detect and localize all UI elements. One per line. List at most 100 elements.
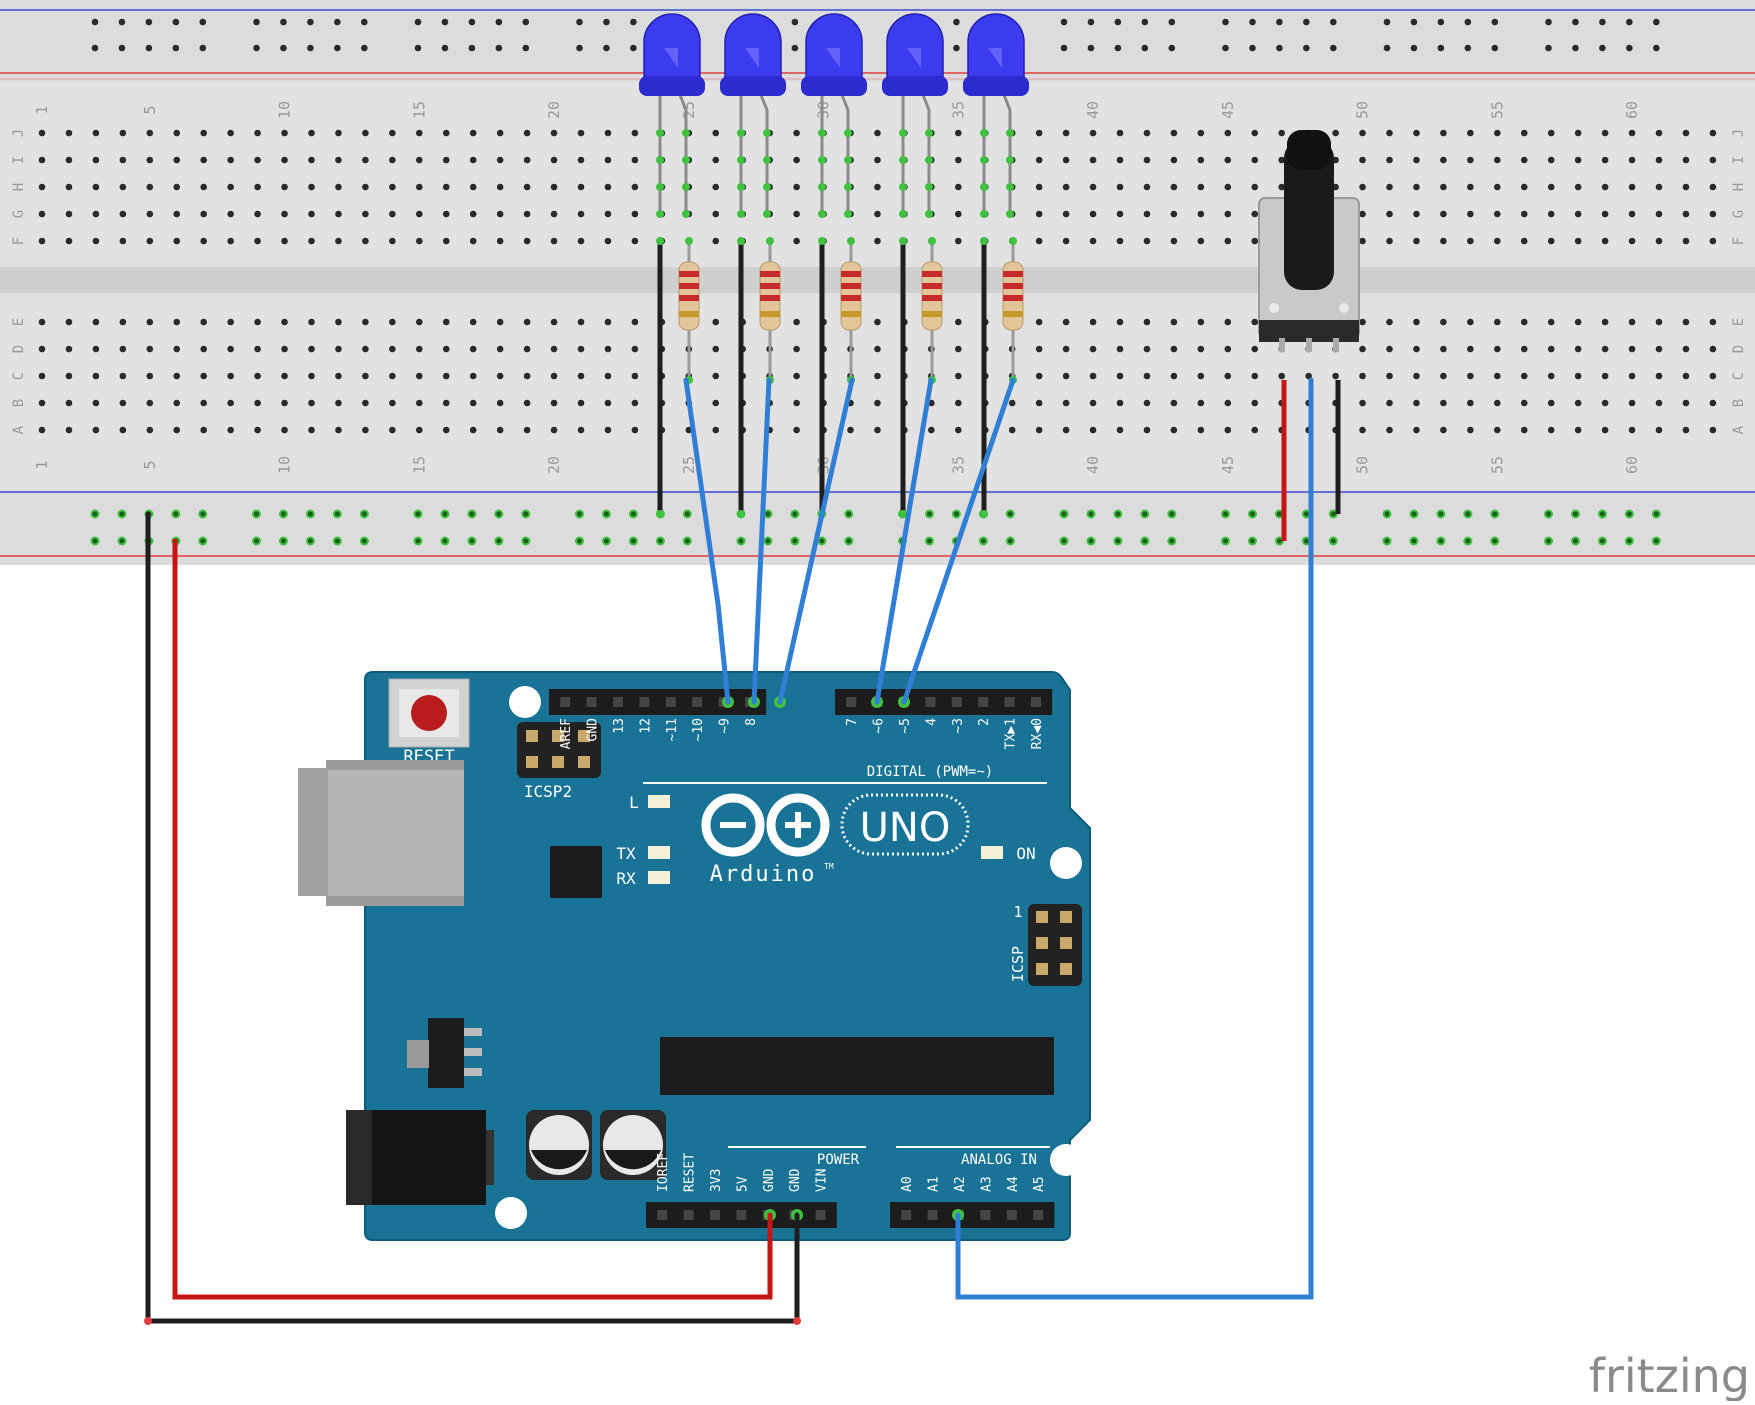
header-pin-socket[interactable] xyxy=(1033,1210,1044,1220)
wire-pin9[interactable] xyxy=(777,377,855,705)
breadboard-hole xyxy=(281,183,288,191)
breadboard-column-number: 55 xyxy=(1488,101,1506,119)
breadboard-row-letter: H xyxy=(11,183,27,191)
power-rail-hole-center xyxy=(442,511,448,517)
led-l-label: L xyxy=(629,793,639,812)
blue-led[interactable] xyxy=(801,13,867,218)
resistor-band xyxy=(760,283,780,289)
breadboard-hole xyxy=(1170,129,1178,137)
resistor-band xyxy=(760,295,780,301)
resistor[interactable] xyxy=(1002,237,1024,384)
header-pin-socket[interactable] xyxy=(815,1210,826,1220)
breadboard-hole xyxy=(1224,210,1232,218)
atmega-microcontroller xyxy=(660,1037,1054,1095)
arduino-logo-tm: TM xyxy=(824,862,834,871)
header-pin-socket[interactable] xyxy=(927,1210,938,1220)
breadboard-hole xyxy=(469,237,477,245)
connection-dot xyxy=(682,210,690,218)
power-rail-hole xyxy=(1626,44,1633,52)
header-pin-socket[interactable] xyxy=(1004,697,1015,707)
breadboard-hole xyxy=(1709,399,1717,407)
blue-led[interactable] xyxy=(720,13,786,218)
header-pin-socket[interactable] xyxy=(613,697,623,707)
wire-pin10[interactable] xyxy=(751,377,772,705)
power-rail-hole-center xyxy=(1276,511,1282,517)
header-pin-socket[interactable] xyxy=(846,697,857,707)
breadboard-hole xyxy=(335,210,342,218)
blue-led[interactable] xyxy=(639,13,705,218)
blue-led[interactable] xyxy=(882,13,948,218)
header-pin-socket[interactable] xyxy=(736,1210,747,1220)
resistor[interactable] xyxy=(759,237,781,384)
wire-pot-wiper[interactable] xyxy=(955,377,1314,1300)
connection-dot xyxy=(899,183,907,191)
breadboard-hole xyxy=(1413,372,1420,380)
wire-pin5[interactable] xyxy=(901,377,1016,705)
header-pin-socket[interactable] xyxy=(980,1210,991,1220)
breadboard-hole xyxy=(1601,426,1609,434)
icsp-pin1-label: 1 xyxy=(1013,903,1022,921)
breadboard-hole xyxy=(1440,372,1447,380)
breadboard-hole xyxy=(631,237,639,245)
header-pin-socket[interactable] xyxy=(683,1210,694,1220)
breadboard-hole xyxy=(1170,426,1178,434)
potentiometer[interactable] xyxy=(1258,130,1360,352)
resistor[interactable] xyxy=(840,237,862,384)
breadboard-row-letter: A xyxy=(11,425,27,434)
connection-dot xyxy=(818,210,826,218)
breadboard-hole xyxy=(281,129,288,137)
power-rail-hole xyxy=(1653,44,1660,52)
breadboard-hole xyxy=(389,318,396,326)
power-rail-hole xyxy=(334,18,341,26)
breadboard-hole xyxy=(1062,129,1070,137)
breadboard-hole xyxy=(1251,183,1259,191)
header-pin-socket[interactable] xyxy=(586,697,597,707)
header-pin-socket[interactable] xyxy=(1006,1210,1017,1220)
breadboard-hole xyxy=(1467,345,1474,353)
power-rail-hole xyxy=(280,18,287,26)
header-pin-socket[interactable] xyxy=(665,697,676,707)
wire-pin6[interactable] xyxy=(874,377,934,705)
breadboard-hole xyxy=(1035,426,1043,434)
wire-pin11[interactable] xyxy=(683,377,731,705)
header-pin-socket[interactable] xyxy=(710,1210,720,1220)
breadboard-hole xyxy=(92,372,100,380)
power-rail-hole-center xyxy=(92,511,98,517)
header-pin-socket[interactable] xyxy=(978,697,989,707)
breadboard-hole xyxy=(119,372,127,380)
breadboard-hole xyxy=(362,237,369,245)
breadboard-row-letter: C xyxy=(11,372,27,380)
header-pin-socket[interactable] xyxy=(951,697,962,707)
reset-button[interactable] xyxy=(388,678,470,748)
breadboard-row-letter: E xyxy=(1731,318,1747,326)
resistor[interactable] xyxy=(678,237,700,384)
breadboard-hole xyxy=(1709,129,1717,137)
blue-led[interactable] xyxy=(963,13,1029,218)
breadboard-hole xyxy=(1224,129,1232,137)
power-rail-hole-center xyxy=(1330,511,1336,517)
header-pin-socket[interactable] xyxy=(560,697,571,707)
resistor[interactable] xyxy=(921,237,943,384)
resistor-band xyxy=(679,295,699,301)
header-pin-socket[interactable] xyxy=(639,697,650,707)
breadboard-hole xyxy=(362,372,369,380)
breadboard-hole xyxy=(1574,129,1582,137)
power-rail-hole-center xyxy=(1088,538,1094,544)
breadboard-column-number: 5 xyxy=(141,460,159,469)
wire-ground-to-gnd[interactable] xyxy=(145,511,800,1324)
header-pin-socket[interactable] xyxy=(925,697,936,707)
connection-dot xyxy=(818,183,826,191)
breadboard-labels: 1155101015152020252530303535404045455050… xyxy=(11,101,1747,474)
breadboard-hole xyxy=(1089,318,1097,326)
header-pin-socket[interactable] xyxy=(901,1210,912,1220)
breadboard-hole xyxy=(550,345,558,353)
wire-5v-to-rail[interactable] xyxy=(172,538,773,1300)
header-pin-socket[interactable] xyxy=(657,1210,668,1220)
header-pin-socket[interactable] xyxy=(1031,697,1041,707)
resistor-band xyxy=(841,271,861,277)
breadboard-hole xyxy=(631,183,639,191)
breadboard-hole xyxy=(1601,210,1609,218)
header-pin-socket[interactable] xyxy=(692,697,703,707)
digital-header-label: DIGITAL (PWM=~) xyxy=(867,764,993,780)
breadboard-hole xyxy=(92,237,100,245)
